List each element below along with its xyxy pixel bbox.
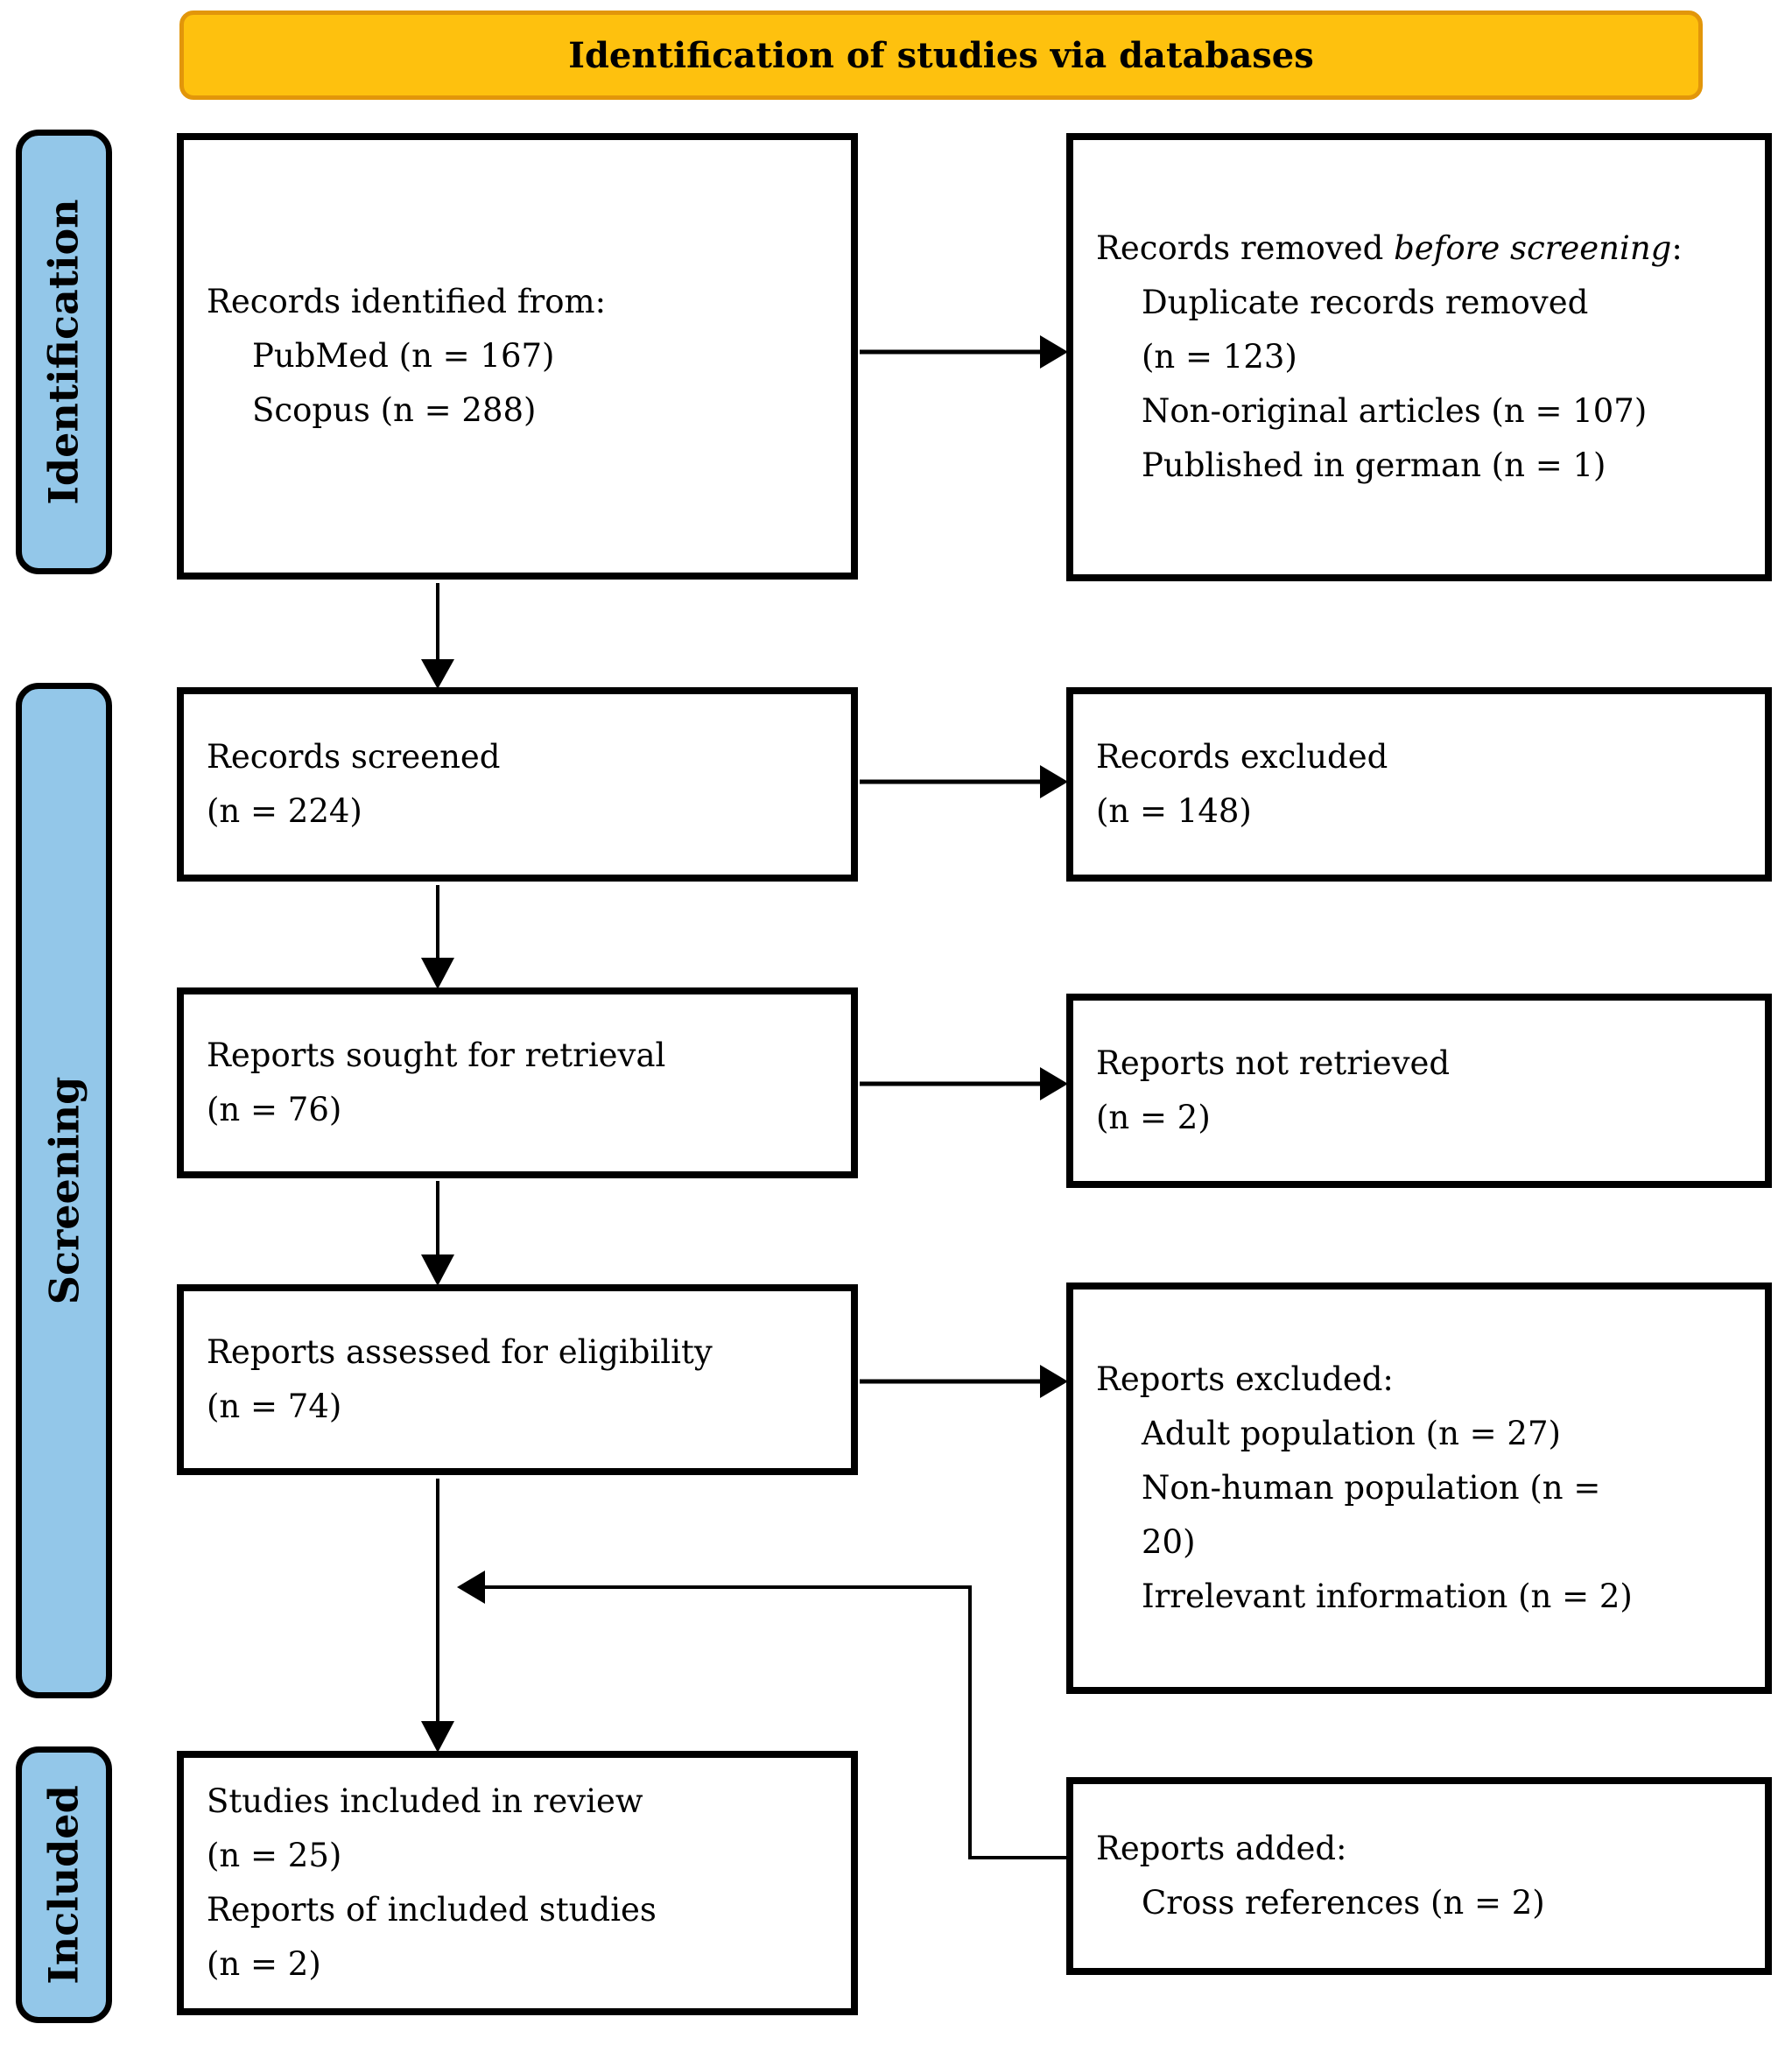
box-reports-sought: Reports sought for retrieval (n = 76)	[177, 987, 858, 1178]
box-title: Records removed before screening:	[1096, 221, 1749, 276]
box-item: Cross references (n = 2)	[1142, 1884, 1545, 1922]
arrow-screened-to-excluded	[860, 765, 1068, 798]
box-item: 20)	[1142, 1523, 1196, 1561]
box-records-excluded: Records excluded (n = 148)	[1066, 687, 1772, 882]
title-italic: before screening	[1394, 229, 1672, 267]
box-reports-excluded: Reports excluded: Adult population (n = …	[1066, 1283, 1772, 1694]
box-count: (n = 74)	[207, 1388, 342, 1425]
box-title: Records excluded	[1096, 738, 1388, 776]
box-title: Reports assessed for eligibility	[207, 1333, 713, 1371]
arrow-assessed-to-reports-excluded	[860, 1365, 1068, 1398]
arrow-sought-to-not-retrieved	[860, 1067, 1068, 1100]
box-title: Reports excluded:	[1096, 1360, 1394, 1398]
box-item: Non-human population (n =	[1142, 1469, 1601, 1507]
title-suffix: :	[1671, 229, 1683, 267]
box-item: Published in german (n = 1)	[1142, 446, 1606, 484]
arrow-assessed-to-included	[421, 1479, 454, 1753]
box-item: Adult population (n = 27)	[1142, 1415, 1561, 1452]
box-reports-added: Reports added: Cross references (n = 2)	[1066, 1777, 1772, 1975]
box-item: PubMed (n = 167)	[252, 337, 555, 375]
box-item: Irrelevant information (n = 2)	[1142, 1578, 1633, 1615]
stage-label-included: Included	[16, 1746, 112, 2023]
box-records-identified: Records identified from: PubMed (n = 167…	[177, 133, 858, 580]
arrow-identified-to-removed	[860, 335, 1068, 369]
box-reports-not-retrieved: Reports not retrieved (n = 2)	[1066, 994, 1772, 1188]
banner-label: Identification of studies via databases	[568, 34, 1314, 76]
box-item: Scopus (n = 288)	[252, 391, 537, 429]
box-studies-included: Studies included in review (n = 25) Repo…	[177, 1751, 858, 2015]
box-count: (n = 2)	[1096, 1099, 1211, 1136]
banner: Identification of studies via databases	[179, 11, 1703, 100]
arrow-sought-to-assessed	[421, 1181, 454, 1286]
box-item: Duplicate records removed	[1142, 284, 1589, 321]
title-prefix: Records removed	[1096, 229, 1395, 267]
box-item: Non-original articles (n = 107)	[1142, 392, 1648, 430]
box-count: (n = 76)	[207, 1091, 342, 1128]
box-count: (n = 224)	[207, 792, 362, 830]
box-title: Reports sought for retrieval	[207, 1037, 666, 1074]
stage-label-identification: Identification	[16, 130, 112, 574]
stage-included-text: Included	[40, 1785, 88, 1985]
arrow-screened-to-sought	[421, 885, 454, 989]
stage-identification-text: Identification	[40, 199, 88, 505]
arrow-identified-to-screened	[421, 583, 454, 689]
box-records-screened: Records screened (n = 224)	[177, 687, 858, 882]
box-title: Reports not retrieved	[1096, 1044, 1451, 1082]
box-title: Studies included in review	[207, 1782, 643, 1820]
box-count: (n = 148)	[1096, 792, 1252, 830]
box-records-removed: Records removed before screening: Duplic…	[1066, 133, 1772, 581]
stage-screening-text: Screening	[40, 1076, 88, 1305]
box-item: (n = 123)	[1142, 338, 1297, 376]
box-title: Reports of included studies	[207, 1891, 657, 1929]
stage-label-screening: Screening	[16, 683, 112, 1698]
box-title: Reports added:	[1096, 1830, 1347, 1867]
box-title: Records screened	[207, 738, 501, 776]
box-count: (n = 2)	[207, 1945, 321, 1983]
box-title: Records identified from:	[207, 283, 607, 320]
box-count: (n = 25)	[207, 1837, 342, 1874]
box-reports-assessed: Reports assessed for eligibility (n = 74…	[177, 1284, 858, 1475]
